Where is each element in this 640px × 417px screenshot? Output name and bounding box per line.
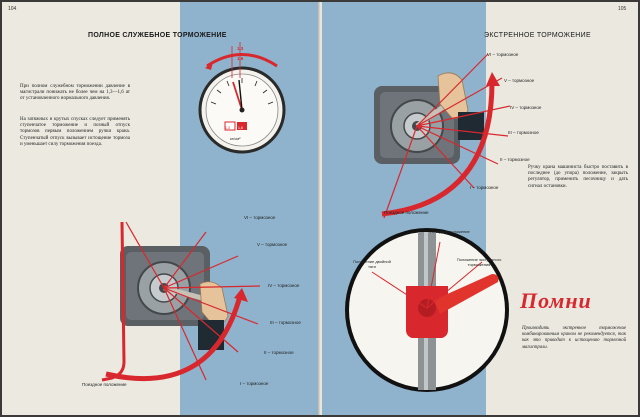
left-position-6: VI – тормозное bbox=[244, 215, 276, 220]
left-position-4: IV – тормозное bbox=[268, 283, 300, 288]
valve-label-left: Положение двойной тяги bbox=[353, 259, 391, 269]
left-page-title: ПОЛНОЕ СЛУЖЕБНОЕ ТОРМОЖЕНИЕ bbox=[88, 32, 227, 39]
left-release-label: Поездное положение bbox=[82, 382, 127, 387]
left-position-2: II – тормозное bbox=[264, 350, 294, 355]
left-position-3: III – тормозное bbox=[270, 320, 301, 325]
valve-label-top: Поездное положение bbox=[430, 229, 470, 234]
right-page-title: ЭКСТРЕННОЕ ТОРМОЖЕНИЕ bbox=[484, 32, 591, 39]
right-page: 105 ЭКСТРЕННОЕ ТОРМОЖЕНИЕ VI bbox=[322, 2, 638, 415]
emergency-valve-illustration bbox=[374, 53, 511, 219]
valve-closeup-icon bbox=[345, 228, 509, 392]
gauge-label-2: 1,6 bbox=[237, 56, 244, 61]
right-position-1: I – тормозное bbox=[470, 185, 499, 190]
right-position-5: V – тормозное bbox=[504, 78, 535, 83]
gauge-reading-2: 1,6 bbox=[238, 126, 243, 130]
right-release-label: Поездное положение bbox=[384, 210, 429, 215]
gauge-unit: кг/см² bbox=[230, 136, 241, 141]
right-position-3: III – тормозное bbox=[508, 130, 539, 135]
right-instruction: Ручку крана машиниста быстро поставить в… bbox=[528, 165, 628, 189]
gauge-label-1: 1,3 bbox=[237, 46, 244, 51]
valve-label-right: Положение экстренного торможения bbox=[456, 257, 502, 267]
pressure-gauge-icon bbox=[198, 42, 286, 154]
left-position-5: V – тормозное bbox=[257, 242, 288, 247]
right-position-6: VI – тормозное bbox=[487, 52, 519, 57]
gauge-reading-1: 1,3 bbox=[225, 126, 230, 130]
brake-valve-illustration bbox=[101, 221, 261, 382]
remember-text: Производить экстренное торможение комбин… bbox=[522, 326, 626, 350]
right-position-4: IV – тормозное bbox=[510, 105, 542, 110]
right-page-number: 105 bbox=[618, 6, 627, 12]
left-page: 104 ПОЛНОЕ СЛУЖЕБНОЕ ТОРМОЖЕНИЕ При полн… bbox=[2, 2, 320, 415]
left-paragraph-1: При полном служебном торможении давление… bbox=[20, 84, 130, 102]
remember-title: Помни bbox=[520, 288, 592, 313]
left-position-1: I – тормозное bbox=[240, 381, 269, 386]
left-paragraph-2: На затяжных и крутых спусках следует при… bbox=[20, 117, 130, 147]
left-page-number: 104 bbox=[8, 6, 17, 12]
right-position-2: II – тормозное bbox=[500, 157, 530, 162]
book-gutter bbox=[318, 2, 324, 415]
